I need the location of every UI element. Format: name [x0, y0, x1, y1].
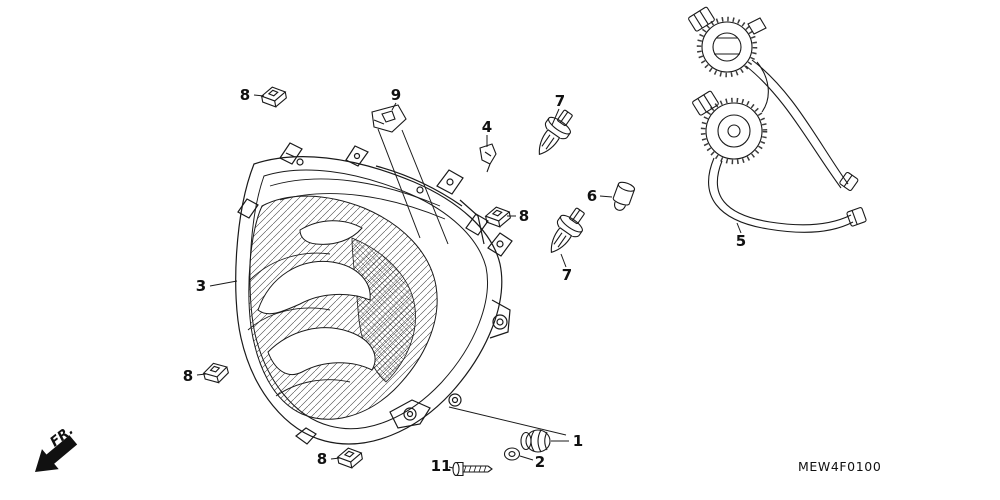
wire-harness-5: [688, 6, 867, 233]
washer-2: [503, 447, 521, 461]
screw-11: [452, 461, 493, 477]
clip-8-bottom: [335, 445, 365, 471]
clip-4: [479, 143, 497, 173]
front-arrow-icon: [35, 435, 78, 472]
wedge-bulb-6: [609, 179, 637, 214]
bulb-7-lower: [540, 202, 592, 261]
bracket-9: [371, 104, 407, 133]
headlight-unit: [235, 142, 513, 445]
diagram-code: MEW4F0100: [798, 459, 882, 474]
leader-lines: [196, 94, 742, 469]
clip-8-left: [201, 359, 231, 387]
bulb-7-upper: [528, 104, 580, 163]
grommet-1: [520, 429, 551, 453]
clip-8-middle: [483, 204, 513, 230]
clip-8-top: [259, 84, 289, 110]
